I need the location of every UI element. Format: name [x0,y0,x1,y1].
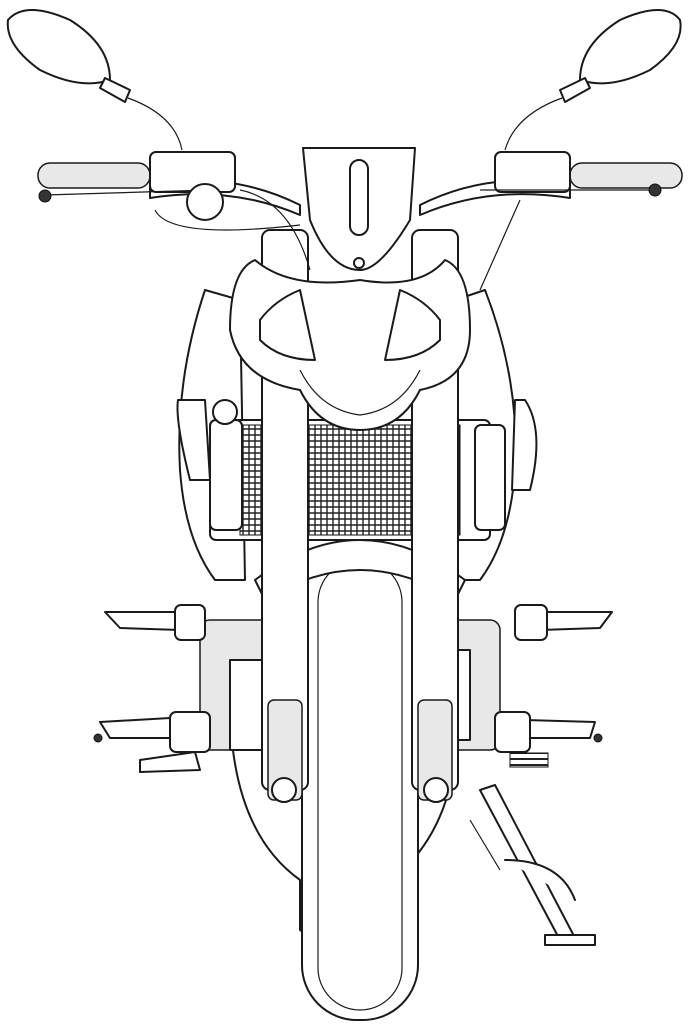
mirror-left [6,9,183,151]
footpeg-rear-right [494,711,603,768]
footpeg-rear-left [93,711,211,773]
footpeg-front-left [104,604,206,641]
headlight [229,259,471,431]
handlebar [37,151,683,291]
front-tire [301,539,419,1021]
footpeg-front-right [514,604,613,641]
kickstand [469,784,596,946]
mirror-right [504,9,682,151]
windscreen [302,147,416,271]
